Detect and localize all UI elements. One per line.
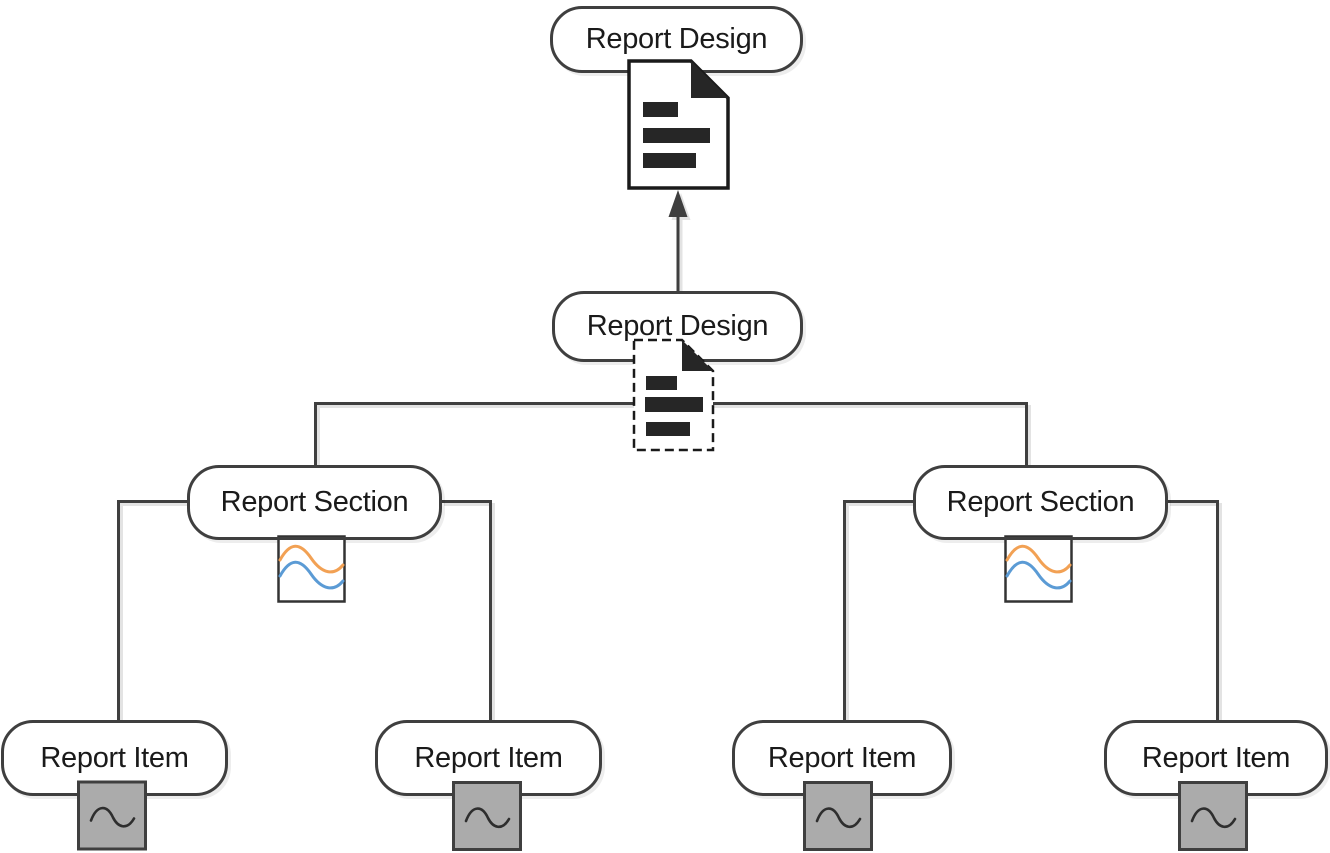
line-chart-icon [1004,535,1073,603]
line-chart-icon [277,535,346,603]
node-report-section-left: Report Section [187,465,442,540]
text-bar [643,102,678,117]
node-label: Report Section [946,486,1135,518]
node-label: Report Design [586,310,769,342]
text-bar [643,128,710,143]
document-text-bars [645,376,703,436]
text-bar [645,397,703,412]
node-label: Report Design [585,23,768,55]
sine-glyph [1190,807,1237,829]
edge-shadow [1170,503,1222,725]
node-report-section-right: Report Section [913,465,1168,540]
edge-section-left-to-item1 [117,500,188,722]
node-label: Report Item [414,741,563,774]
text-bar [643,153,696,168]
document-icon [627,59,730,190]
edge-shadow [444,503,495,725]
sine-wave-icon [452,781,522,851]
sine-glyph [815,807,862,829]
wave-blue-line [278,560,345,590]
document-text-bars [643,102,710,168]
document-dashed-icon [632,338,715,452]
sine-wave-icon [77,780,147,851]
edge-section-left-to-item2 [441,500,492,722]
document-fold [682,340,713,371]
document-fold [691,61,728,98]
chart-frame [1004,535,1073,603]
document-page [627,59,730,190]
edge-shadow [120,503,191,725]
node-label: Report Item [40,741,189,774]
chart-frame [277,535,346,603]
node-label: Report Item [1141,741,1291,774]
wave-orange-line [278,544,345,574]
wave-blue-line [1005,560,1072,590]
arrowhead-up-icon [668,190,688,217]
node-report-design-parent: Report Design [550,6,803,73]
sine-wave-icon [1178,781,1248,851]
text-bar [646,422,690,436]
node-label: Report Section [220,486,409,518]
edge-shadow [846,503,917,725]
node-label: Report Item [767,741,917,774]
section-border-crossline [276,537,347,540]
wave-orange-line [1005,544,1072,574]
sine-wave-icon [803,781,873,851]
edge-section-right-to-item3 [843,500,914,722]
sine-glyph [464,807,511,829]
text-bar [646,376,677,390]
edge-child-to-parent-arrow-line [1167,500,1219,722]
section-border-crossline [1003,537,1074,540]
sine-frame [803,781,873,851]
sine-glyph [89,806,136,828]
connector-main-group [117,206,1219,722]
